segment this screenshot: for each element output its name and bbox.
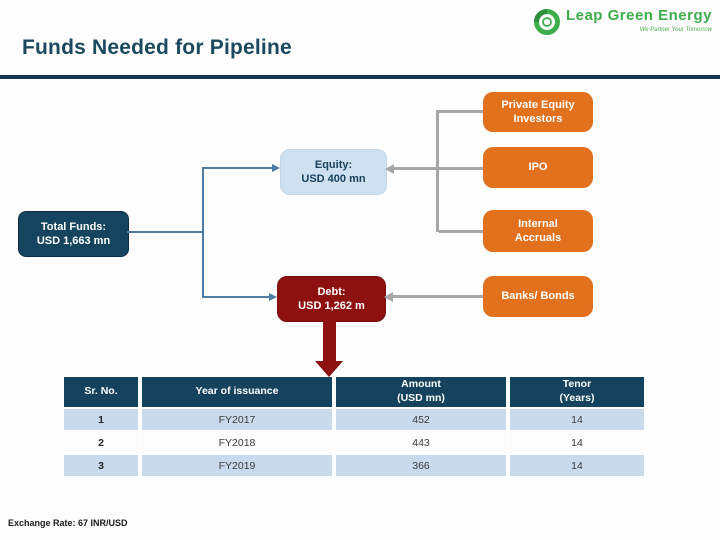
connector-private-equity [439, 109, 483, 113]
debt-value: USD 1,262 m [298, 300, 365, 312]
company-logo: Leap Green Energy We Partner Your Tomorr… [532, 6, 712, 41]
connector-internal-accruals [439, 229, 483, 233]
header-label: Year of issuance [195, 385, 279, 398]
source-label: Investors [513, 113, 563, 125]
logo-tagline: We Partner Your Tomorrow [639, 26, 712, 33]
total-funds-value: USD 1,663 mn [36, 235, 111, 247]
connector-to-equity [202, 167, 272, 169]
table-cell-amount: 452 [336, 409, 506, 430]
page-title: Funds Needed for Pipeline [22, 36, 292, 59]
source-box-ipo: IPO [483, 147, 593, 188]
title-divider-line [0, 75, 720, 79]
table-cell-sr: 1 [64, 409, 138, 430]
table-header-tenor: Tenor (Years) [510, 377, 644, 407]
debt-label: Debt: [317, 285, 346, 298]
total-funds-label: Total Funds: [40, 220, 107, 233]
table-cell-year: FY2018 [142, 432, 332, 453]
table-cell-amount: 443 [336, 432, 506, 453]
header-label: (Years) [559, 392, 595, 404]
table-header-sr-no: Sr. No. [64, 377, 138, 407]
connector-banks-to-debt [392, 295, 483, 298]
equity-label: Equity: [314, 158, 353, 171]
source-box-private-equity-investors: Private Equity Investors [483, 92, 593, 132]
arrowhead-into-debt [269, 292, 277, 301]
arrowhead-gray-into-equity [385, 163, 394, 174]
total-funds-box: Total Funds: USD 1,663 mn [18, 211, 129, 257]
source-box-banks-bonds: Banks/ Bonds [483, 276, 593, 317]
table-header-year: Year of issuance [142, 377, 332, 407]
header-label: Amount [401, 378, 441, 391]
table-cell-year: FY2019 [142, 455, 332, 476]
leap-green-energy-swirl-icon [532, 6, 562, 41]
source-label: Private Equity [501, 98, 575, 111]
header-label: Tenor [562, 378, 592, 391]
debt-to-table-arrow-head [315, 361, 343, 377]
table-cell-sr: 3 [64, 455, 138, 476]
table-cell-tenor: 14 [510, 432, 644, 453]
table-cell-sr: 2 [64, 432, 138, 453]
source-label: Internal [518, 217, 558, 230]
exchange-rate-note: Exchange Rate: 67 INR/USD [8, 518, 128, 528]
connector-ipo-to-equity [393, 167, 483, 170]
connector-blue-vertical [202, 167, 204, 298]
debt-box: Debt: USD 1,262 m [277, 276, 386, 322]
connector-gray-vertical [436, 110, 439, 232]
table-cell-amount: 366 [336, 455, 506, 476]
debt-issuance-table: Sr. No. Year of issuance Amount (USD mn)… [64, 377, 644, 476]
table-cell-year: FY2017 [142, 409, 332, 430]
debt-to-table-arrow-shaft [323, 318, 336, 362]
source-label: Accruals [514, 232, 562, 244]
source-box-internal-accruals: Internal Accruals [483, 210, 593, 252]
header-label: (USD mn) [397, 392, 445, 404]
equity-box: Equity: USD 400 mn [280, 149, 387, 195]
connector-to-debt [202, 296, 269, 298]
arrowhead-gray-into-debt [384, 291, 393, 302]
table-header-amount: Amount (USD mn) [336, 377, 506, 407]
table-cell-tenor: 14 [510, 455, 644, 476]
source-label: IPO [528, 161, 548, 174]
header-label: Sr. No. [84, 385, 118, 398]
arrowhead-into-equity [272, 163, 280, 172]
connector-totalfunds-horizontal [127, 231, 203, 233]
table-cell-tenor: 14 [510, 409, 644, 430]
equity-value: USD 400 mn [301, 173, 366, 185]
source-label: Banks/ Bonds [501, 290, 575, 303]
logo-company-name: Leap Green Energy [565, 7, 712, 24]
